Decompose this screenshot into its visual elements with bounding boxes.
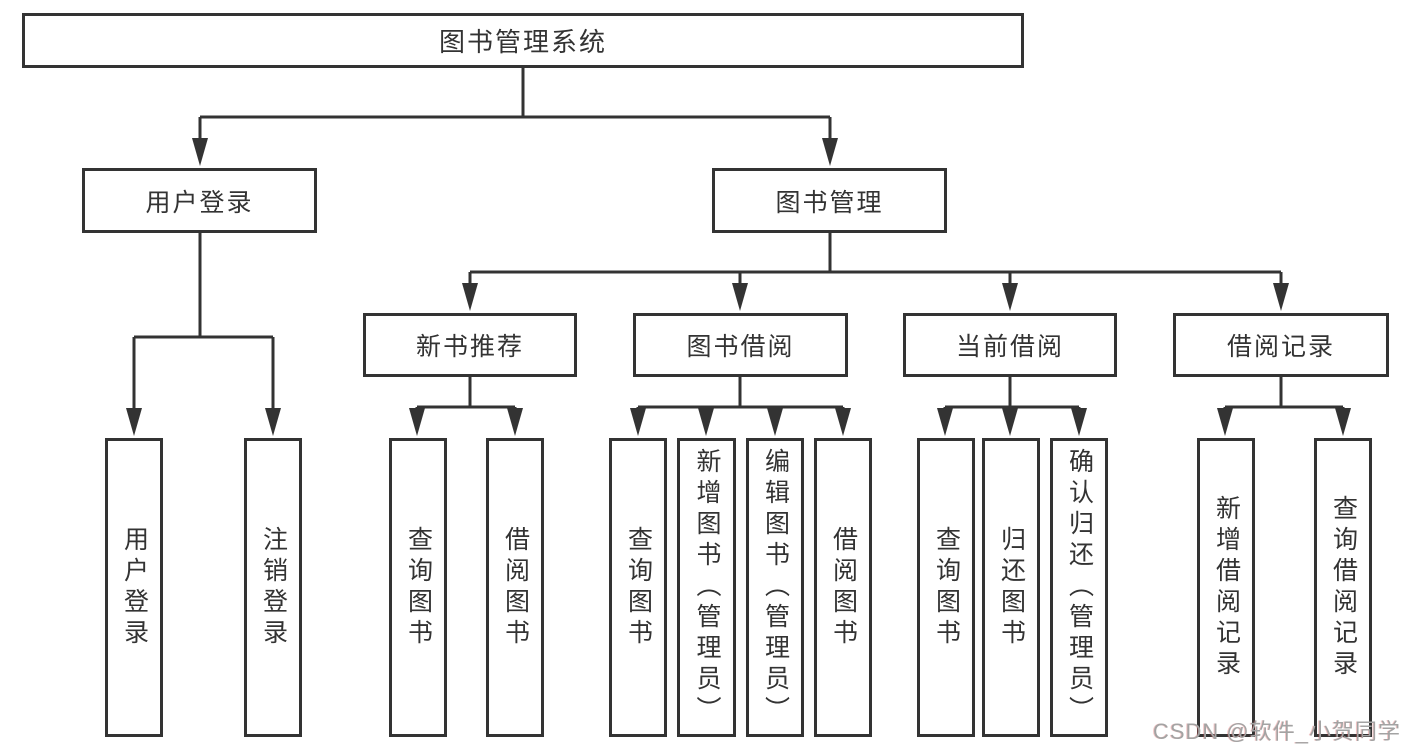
leaf-query-books-recommend-label: 查询图书 [404, 525, 433, 650]
node-current-borrowing: 当前借阅 [903, 313, 1117, 377]
node-user-login-module-label: 用户登录 [145, 188, 254, 217]
leaf-query-books-recommend: 查询图书 [389, 438, 447, 737]
leaf-logout: 注销登录 [244, 438, 302, 737]
node-root-label: 图书管理系统 [438, 27, 607, 57]
leaf-borrow-books: 借阅图书 [814, 438, 872, 737]
node-user-login-module: 用户登录 [82, 168, 317, 233]
leaf-query-books-borrowing-label: 查询图书 [624, 525, 653, 650]
node-current-borrowing-label: 当前借阅 [955, 333, 1064, 361]
node-borrowing-records: 借阅记录 [1173, 313, 1389, 377]
leaf-borrow-books-label: 借阅图书 [829, 525, 858, 650]
leaf-query-books-current-label: 查询图书 [932, 525, 961, 650]
node-root: 图书管理系统 [22, 13, 1024, 68]
leaf-add-book-admin-label: 新增图书（管理员） [693, 448, 721, 727]
leaf-add-borrow-record-label: 新增借阅记录 [1212, 494, 1241, 681]
leaf-add-borrow-record: 新增借阅记录 [1197, 438, 1255, 737]
node-book-management-label: 图书管理 [775, 188, 884, 217]
node-book-borrowing-label: 图书借阅 [686, 333, 795, 361]
node-book-management: 图书管理 [712, 168, 947, 233]
leaf-query-books-borrowing: 查询图书 [609, 438, 667, 737]
node-new-book-recommendation-label: 新书推荐 [415, 333, 524, 361]
leaf-add-book-admin: 新增图书（管理员） [677, 438, 736, 737]
leaf-return-book: 归还图书 [982, 438, 1040, 737]
leaf-query-books-current: 查询图书 [917, 438, 975, 737]
leaf-query-borrow-record: 查询借阅记录 [1314, 438, 1372, 737]
csdn-watermark: CSDN @软件_小贺同学 [1152, 719, 1401, 744]
leaf-logout-label: 注销登录 [259, 525, 288, 650]
leaf-confirm-return-admin-label: 确认归还（管理员） [1065, 448, 1094, 727]
node-book-borrowing: 图书借阅 [633, 313, 848, 377]
leaf-confirm-return-admin: 确认归还（管理员） [1050, 438, 1108, 737]
leaf-borrow-books-recommend-label: 借阅图书 [501, 525, 530, 650]
leaf-user-login-label: 用户登录 [120, 525, 149, 650]
leaf-borrow-books-recommend: 借阅图书 [486, 438, 544, 737]
leaf-return-book-label: 归还图书 [997, 525, 1026, 650]
node-new-book-recommendation: 新书推荐 [363, 313, 577, 377]
leaf-query-borrow-record-label: 查询借阅记录 [1329, 494, 1358, 681]
leaf-edit-book-admin-label: 编辑图书（管理员） [761, 448, 790, 727]
node-borrowing-records-label: 借阅记录 [1226, 333, 1335, 361]
leaf-user-login: 用户登录 [105, 438, 163, 737]
leaf-edit-book-admin: 编辑图书（管理员） [746, 438, 804, 737]
